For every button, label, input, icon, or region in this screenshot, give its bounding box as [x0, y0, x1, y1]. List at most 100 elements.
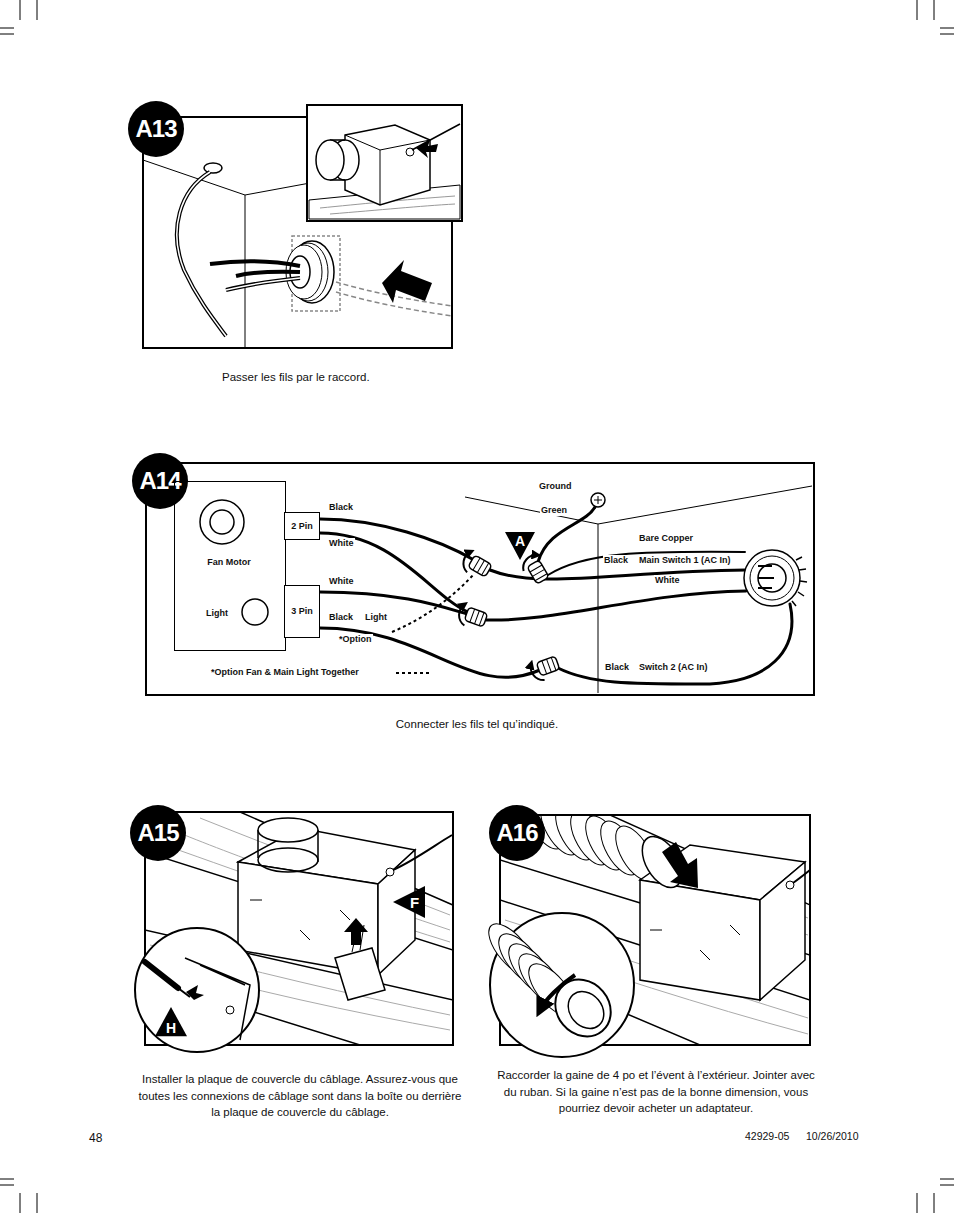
step-a13-illustration: [143, 160, 310, 347]
wire-label: White: [654, 575, 681, 586]
step-badge: A13: [128, 101, 184, 157]
step-a16-illustration: [481, 789, 810, 1057]
step-a13-illustration: [416, 140, 438, 158]
wire-label: Bare Copper: [638, 533, 694, 544]
crop-mark: [0, 1179, 37, 1213]
option-note: *Option: [338, 634, 373, 645]
wire-label: White: [328, 576, 355, 587]
step-a13-illustration: [143, 105, 462, 348]
step-caption: Raccorder la gaine de 4 po et l’évent à …: [490, 1067, 822, 1117]
callout-letter: A: [505, 532, 535, 560]
step-a16-illustration: [760, 862, 805, 1000]
option-dotted-line: [396, 672, 432, 674]
step-a13-illustration: [236, 272, 300, 276]
wire-nut: [464, 607, 488, 627]
callout-letter-shape: [393, 886, 425, 918]
step-a15-illustration: [135, 928, 259, 1052]
step-a15-illustration: [145, 962, 178, 988]
callout-letter: F: [393, 886, 425, 918]
fan-motor-box: Fan MotorLight: [174, 481, 286, 651]
document-date: 10/26/2010: [806, 1130, 859, 1143]
wire-label: Ground: [538, 481, 573, 492]
step-a15-illustration: [226, 1006, 234, 1014]
wiring-panel: [200, 500, 244, 544]
step-a13-illustration: [382, 260, 432, 303]
wire-nut: [470, 609, 484, 626]
ground-screw: [591, 493, 605, 507]
page-number: 48: [89, 1131, 102, 1145]
wiring-panel: [242, 599, 268, 625]
step-a16-illustration: [544, 968, 622, 1047]
step-a16-illustration: [662, 842, 698, 888]
callout-letter: H: [155, 1007, 187, 1036]
step-a15-illustration: [258, 848, 318, 872]
wiring-panel: [146, 463, 814, 695]
fan-motor-box-text: Light: [206, 609, 228, 618]
wire-nut: [468, 555, 492, 577]
wiring-panel: [146, 463, 814, 695]
wire: [486, 591, 746, 620]
wiring-panel: [210, 510, 234, 534]
wire-nut: [527, 560, 549, 584]
wire-label: Green: [540, 505, 568, 516]
step-a13-illustration: [316, 140, 344, 180]
wire-nut: [456, 604, 489, 632]
step-a15-illustration: [393, 835, 452, 870]
cable-connector: [758, 566, 774, 588]
step-badge-text: A13: [135, 117, 176, 141]
callout-letter-text: A: [515, 534, 525, 548]
cable-connector: [750, 556, 794, 600]
step-a15-illustration: [250, 900, 350, 940]
callout-letter-text: H: [166, 1021, 176, 1035]
wire-nut: [529, 661, 545, 683]
wire-nut: [536, 656, 560, 676]
callout-letter-outline: [155, 1007, 187, 1036]
wire: [490, 570, 746, 579]
step-a13-illustration: [204, 163, 222, 173]
step-a16-illustration: [640, 880, 760, 1000]
step-a15-illustration: [344, 918, 368, 945]
pin-connector: 2 Pin: [284, 512, 320, 540]
callout-letter-outline: [505, 532, 535, 560]
option-note: *Option Fan & Main Light Together: [210, 667, 360, 678]
step-a16-illustration: [490, 913, 634, 1057]
wire-nut: [459, 550, 493, 581]
step-a13-illustration: [177, 172, 226, 336]
wire-label: Light: [364, 612, 388, 623]
pin-connector-text: 2 Pin: [291, 522, 313, 531]
wire-label: Main Switch 1 (AC In): [638, 555, 732, 566]
wire-label: Black: [604, 662, 630, 673]
wire: [320, 592, 467, 614]
wire-label: Black: [328, 612, 354, 623]
crop-mark: [0, 0, 37, 34]
step-badge-outline: [128, 101, 184, 157]
wire-nut: [529, 655, 562, 683]
step-a13-illustration: [177, 172, 226, 336]
callout-letter-outline: [393, 886, 425, 918]
wire-label: Black: [603, 555, 629, 566]
cable-connector: [744, 550, 800, 606]
wire-nut: [542, 657, 556, 674]
wire: [320, 507, 792, 684]
step-a15-illustration: [335, 948, 385, 1000]
wire-label: White: [328, 538, 355, 549]
wire: [558, 604, 792, 684]
wire-nut: [456, 604, 472, 626]
step-a15-illustration: [258, 818, 318, 842]
wire: [548, 552, 745, 575]
step-badge-text: A16: [496, 821, 537, 845]
fan-motor-box-text: Fan Motor: [175, 558, 283, 567]
cable-connector: [758, 564, 786, 592]
ground-screw: [591, 493, 605, 507]
crop-mark: [917, 0, 954, 34]
wiring-panel: [465, 486, 812, 693]
step-caption: Connecter les fils tel qu’indiqué.: [337, 718, 617, 732]
ground-screw: [594, 496, 602, 504]
wire-label: Switch 2 (AC In): [638, 662, 709, 673]
step-a13-illustration: [307, 105, 462, 221]
